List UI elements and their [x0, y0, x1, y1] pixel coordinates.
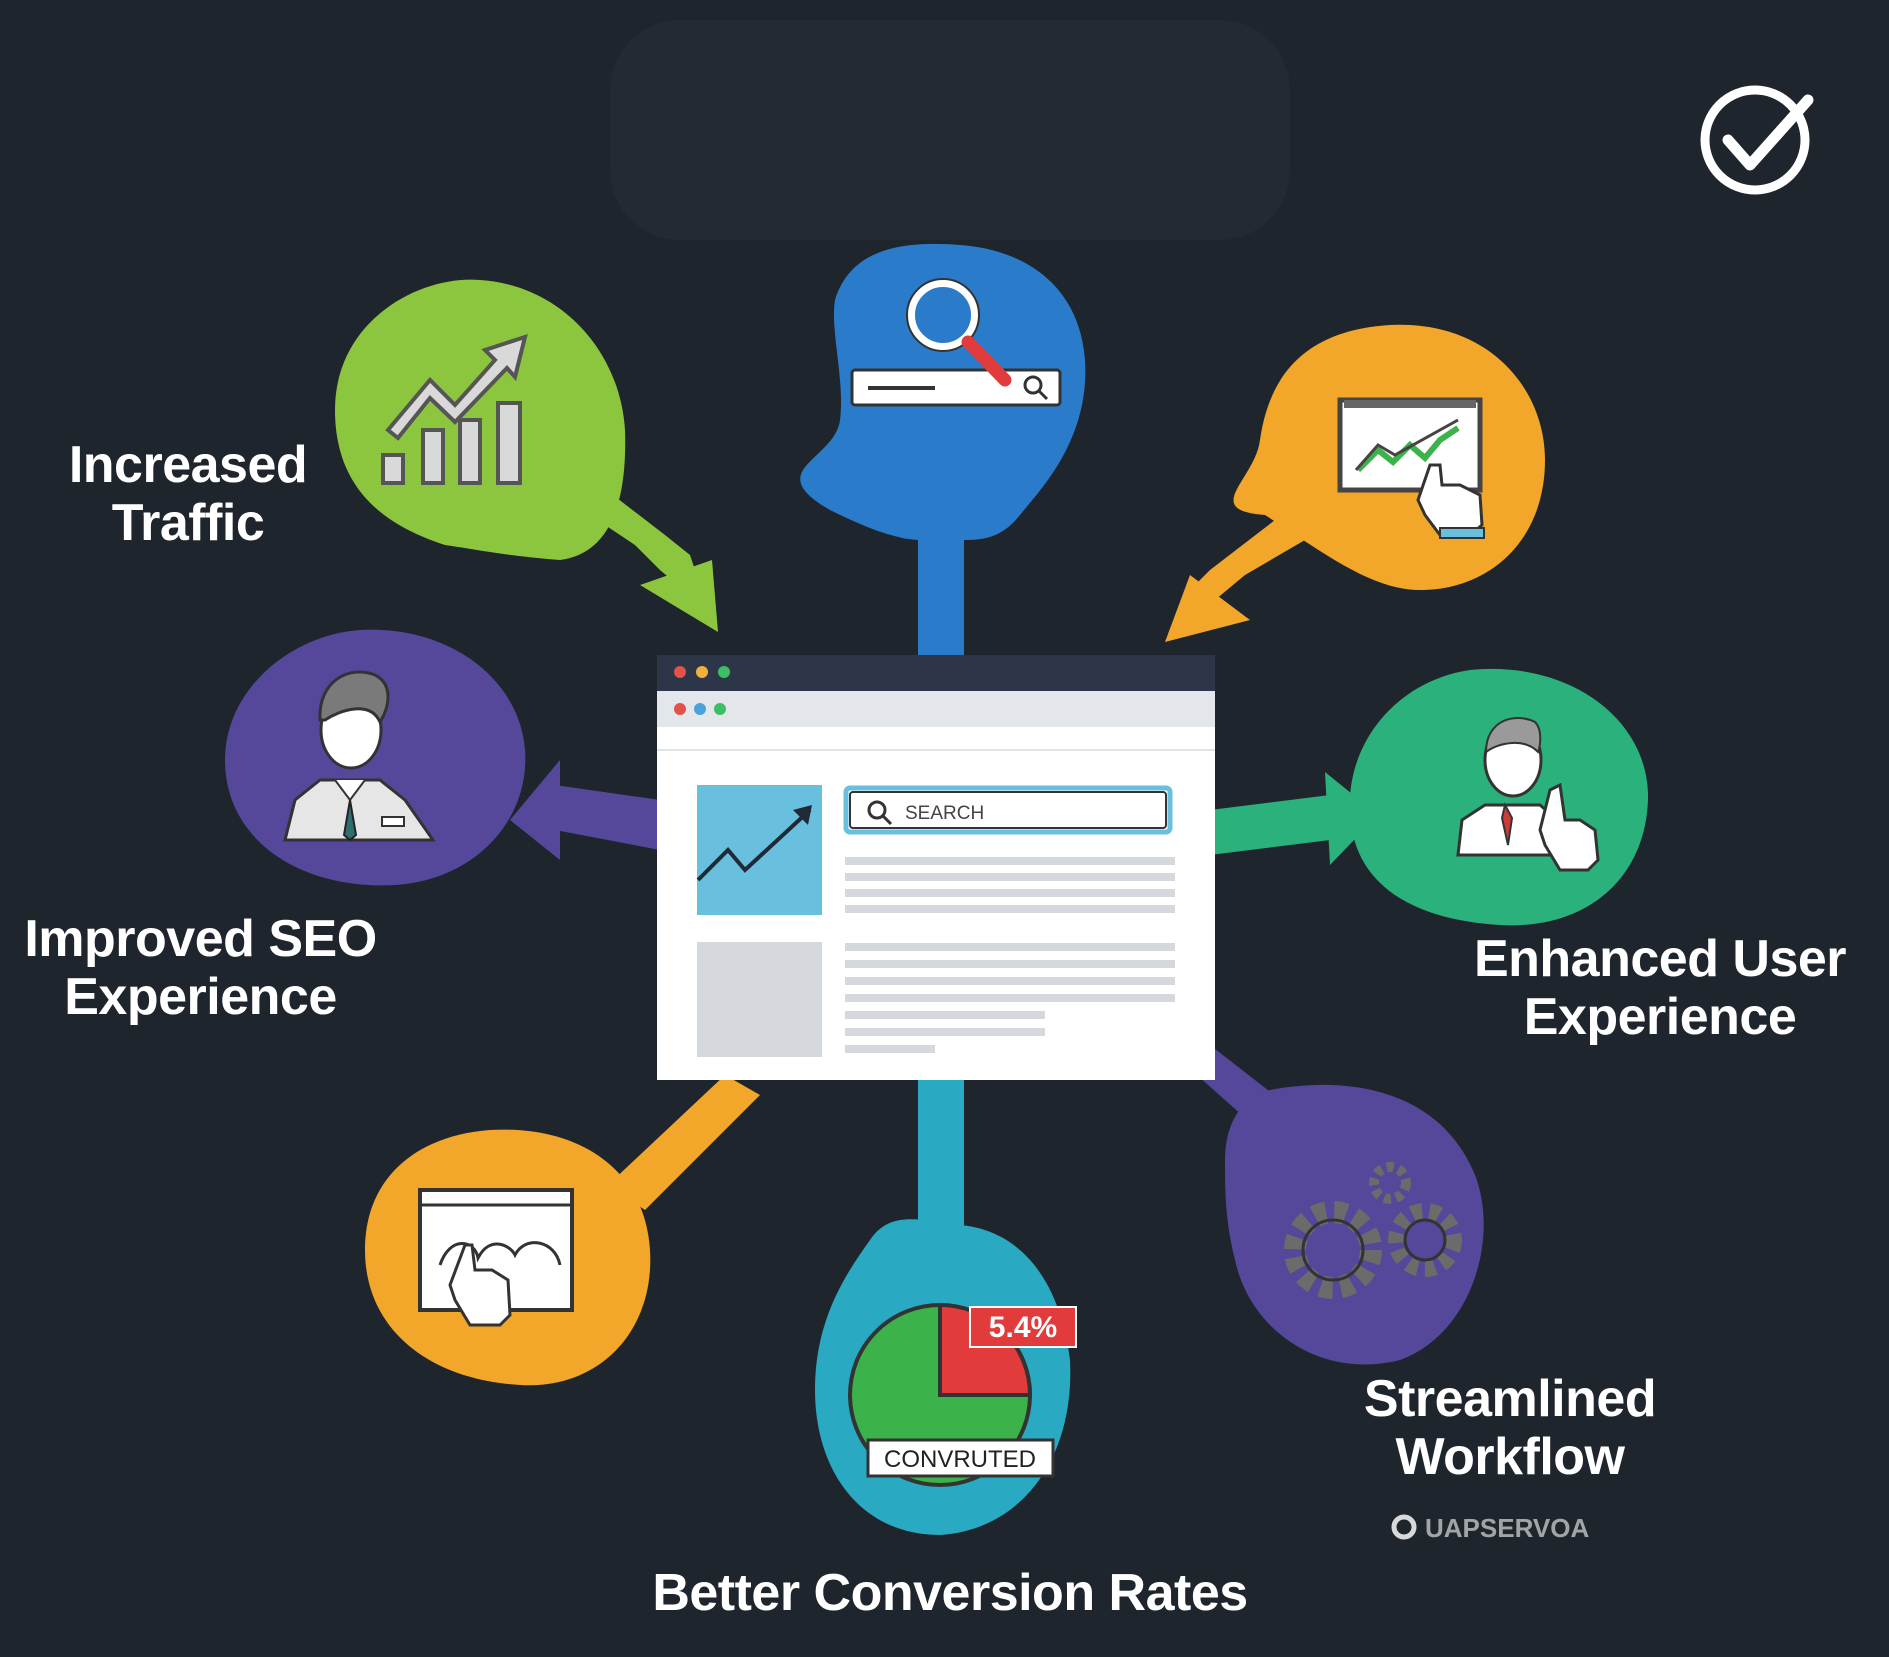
search-placeholder: SEARCH [905, 803, 984, 824]
label-increased-traffic: Increased Traffic [58, 436, 318, 552]
label-workflow: Streamlined Workflow [1340, 1370, 1680, 1486]
label-improved-seo: Improved SEO Experience [18, 910, 383, 1026]
label-conversion: Better Conversion Rates [600, 1564, 1300, 1622]
background-panel [610, 20, 1290, 240]
connector-search [918, 540, 964, 660]
connector-analytics [1165, 520, 1305, 642]
label-line: Increased [68, 436, 308, 494]
content-lines-bottom [845, 943, 1175, 1053]
businessman-icon [283, 670, 436, 842]
magnifier-search-bar-icon [850, 278, 1062, 407]
label-line: Enhanced User [1473, 930, 1847, 988]
label-line: Improved SEO [24, 910, 377, 968]
node-analytics-click [1233, 324, 1545, 590]
monitor-chart-click-icon [1337, 397, 1485, 539]
screen-hand-click-icon [418, 1188, 574, 1327]
workflow-caption: UAPSERVOA [1425, 1513, 1589, 1543]
label-line: Experience [64, 968, 337, 1027]
content-lines-top [845, 857, 1175, 913]
image-placeholder [697, 942, 822, 1057]
node-increased-traffic [335, 279, 626, 560]
search-input[interactable] [843, 785, 1173, 835]
node-improved-seo [225, 629, 526, 886]
chart-tile [697, 785, 822, 915]
label-enhanced-ux: Enhanced User Experience [1470, 930, 1850, 1046]
connector-interactive-content [608, 1075, 760, 1210]
search-icon [867, 800, 887, 820]
label-line: Workflow [1395, 1428, 1625, 1487]
conversion-tag: CONVRUTED [884, 1446, 1036, 1473]
pie-chart-percent-icon: 5.4% CONVRUTED [848, 1302, 1077, 1487]
browser-titlebar [657, 655, 1215, 691]
browser-toolbar [657, 691, 1215, 727]
conversion-percent: 5.4% [989, 1311, 1057, 1344]
node-interactive-content [365, 1129, 651, 1386]
node-conversion: 5.4% CONVRUTED [815, 1219, 1077, 1535]
trend-line-icon [696, 808, 812, 882]
browser-window: SEARCH [657, 655, 1215, 1080]
workflow-caption-icon [1391, 1514, 1417, 1540]
node-search [800, 243, 1086, 540]
check-circle-icon [1700, 85, 1814, 195]
connector-improved-seo [510, 760, 660, 860]
label-line: Experience [1523, 988, 1797, 1047]
label-line: Better Conversion Rates [652, 1564, 1248, 1622]
label-line: Traffic [111, 494, 265, 553]
label-line: Streamlined [1363, 1370, 1657, 1428]
node-workflow [1225, 1084, 1484, 1365]
node-enhanced-ux [1349, 668, 1649, 926]
user-pointing-icon [1456, 717, 1600, 872]
gears-icon [1284, 1162, 1462, 1299]
bar-chart-growth-icon [381, 333, 528, 485]
